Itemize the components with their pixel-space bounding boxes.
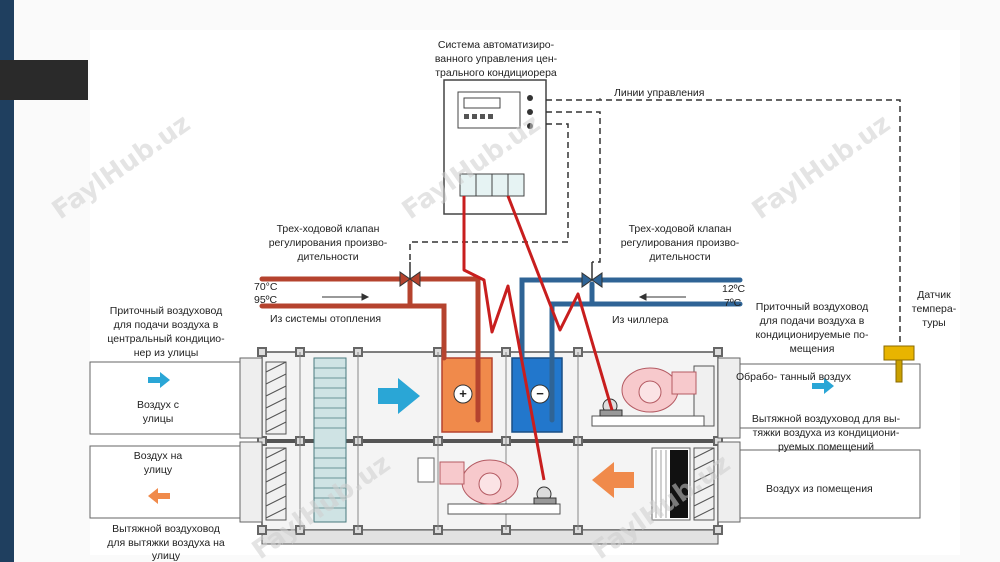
- valve-right-line: регулирования произво-: [621, 237, 740, 249]
- supply-inlet-line: Приточный воздуховод: [110, 305, 222, 317]
- exhaust-in-line: Вытяжной воздуховод для вы-: [752, 413, 901, 425]
- exhaust-in-duct-label: Вытяжной воздуховод для вы- тяжки воздух…: [752, 413, 901, 453]
- valve-left-label: Трех-ходовой клапан регулирования произв…: [269, 223, 388, 263]
- cooler-symbol: −: [536, 386, 544, 401]
- sensor-label-line: Датчик: [917, 289, 951, 301]
- exhaust-in-line: тяжки воздуха из кондициони-: [753, 427, 900, 439]
- air-to-street-arrow: [148, 488, 170, 504]
- damper-room-exhaust: [693, 447, 715, 521]
- chiller-source-label: Из чиллера: [612, 314, 669, 326]
- controller-title: Система автоматизиро- ванного управления…: [435, 39, 558, 79]
- temperature-sensor: [883, 345, 915, 383]
- supply-inlet-line: центральный кондицио-: [107, 333, 225, 345]
- air-from-street-line: Воздух с: [137, 399, 179, 411]
- control-wires: [462, 195, 614, 481]
- supply-outlet-duct-label: Приточный воздуховод для подачи воздуха …: [756, 301, 869, 355]
- sensor-label-line: темпера-: [912, 303, 957, 315]
- heat-recovery-exchanger: [313, 357, 347, 523]
- supply-outlet-line: кондиционируемые по-: [756, 329, 869, 341]
- heating-temp-supply: 70°C: [254, 281, 278, 293]
- heating-source-label: Из системы отопления: [270, 313, 381, 325]
- duct-supply-inlet: [89, 357, 263, 439]
- valve-right-label: Трех-ходовой клапан регулирования произв…: [621, 223, 740, 263]
- cooling-pipes: [519, 277, 743, 423]
- three-way-valve-cooling: [581, 262, 603, 288]
- supply-air-arrow: [378, 378, 420, 414]
- heater-symbol: +: [459, 386, 467, 401]
- control-lines-label: Линии управления: [614, 87, 704, 99]
- exhaust-fan: [417, 457, 561, 515]
- valve-left-line: Трех-ходовой клапан: [277, 223, 380, 235]
- exhaust-out-line: Вытяжной воздуховод: [112, 523, 220, 535]
- controller-title-line: Система автоматизиро-: [438, 39, 555, 51]
- exhaust-filter: [651, 447, 691, 521]
- automation-controller: [443, 79, 547, 215]
- supply-fan: [591, 367, 705, 427]
- pipe-flow-arrows: [322, 293, 686, 301]
- air-to-street-label: Воздух на улицу: [134, 450, 183, 476]
- control-lines: [409, 99, 901, 346]
- exhaust-out-line: улицу: [152, 550, 181, 562]
- exhaust-out-line: для вытяжки воздуха на: [107, 537, 225, 549]
- valve-left-line: дительности: [297, 251, 358, 263]
- three-way-valve-heating: [399, 262, 421, 287]
- exhaust-in-line: руемых помещений: [778, 441, 874, 453]
- room-air-label: Воздух из помещения: [766, 483, 873, 495]
- air-from-street-line: улицы: [143, 413, 174, 425]
- heating-pipes: [259, 276, 481, 423]
- chiller-temp-return: 7ºC: [724, 297, 742, 309]
- watermark-text: FaylHub.uz: [47, 109, 196, 226]
- duct-exhaust-outlet: [89, 441, 263, 523]
- sensor-label: Датчик темпера- туры: [912, 289, 957, 329]
- supply-inlet-line: нер из улицы: [134, 347, 199, 359]
- slide-dark-tab: [0, 60, 88, 100]
- damper-exhaust: [265, 447, 287, 521]
- duct-exhaust-inlet: [717, 441, 921, 523]
- exhaust-out-duct-label: Вытяжной воздуховод для вытяжки воздуха …: [107, 523, 225, 562]
- chiller-temp-supply: 12ºC: [722, 283, 746, 295]
- slide-left-stripe: [0, 0, 14, 562]
- sensor-label-line: туры: [922, 317, 945, 329]
- supply-outlet-line: для подачи воздуха в: [760, 315, 865, 327]
- exhaust-air-arrow: [592, 462, 634, 498]
- duct-supply-outlet: [717, 357, 921, 439]
- treated-air-label: Обрабо- танный воздух: [736, 371, 852, 383]
- valve-left-line: регулирования произво-: [269, 237, 388, 249]
- air-from-street-label: Воздух с улицы: [137, 399, 179, 425]
- controller-title-line: трального кондициорера: [435, 67, 557, 79]
- valve-right-line: дительности: [649, 251, 710, 263]
- damper-supply: [265, 361, 287, 435]
- supply-inlet-line: для подачи воздуха в: [114, 319, 219, 331]
- air-from-street-arrow: [148, 372, 170, 388]
- air-to-street-line: Воздух на: [134, 450, 183, 462]
- heater-coil: +: [441, 357, 493, 433]
- controller-title-line: ванного управления цен-: [435, 53, 558, 65]
- air-to-street-line: улицу: [144, 464, 173, 476]
- valve-right-line: Трех-ходовой клапан: [629, 223, 732, 235]
- heating-temp-return: 95ºC: [254, 294, 278, 306]
- supply-outlet-line: мещения: [790, 343, 835, 355]
- watermark-text: FaylHub.uz: [747, 109, 896, 226]
- supply-outlet-line: Приточный воздуховод: [756, 301, 868, 313]
- treated-air-arrow: [812, 378, 834, 394]
- supply-inlet-duct-label: Приточный воздуховод для подачи воздуха …: [107, 305, 225, 359]
